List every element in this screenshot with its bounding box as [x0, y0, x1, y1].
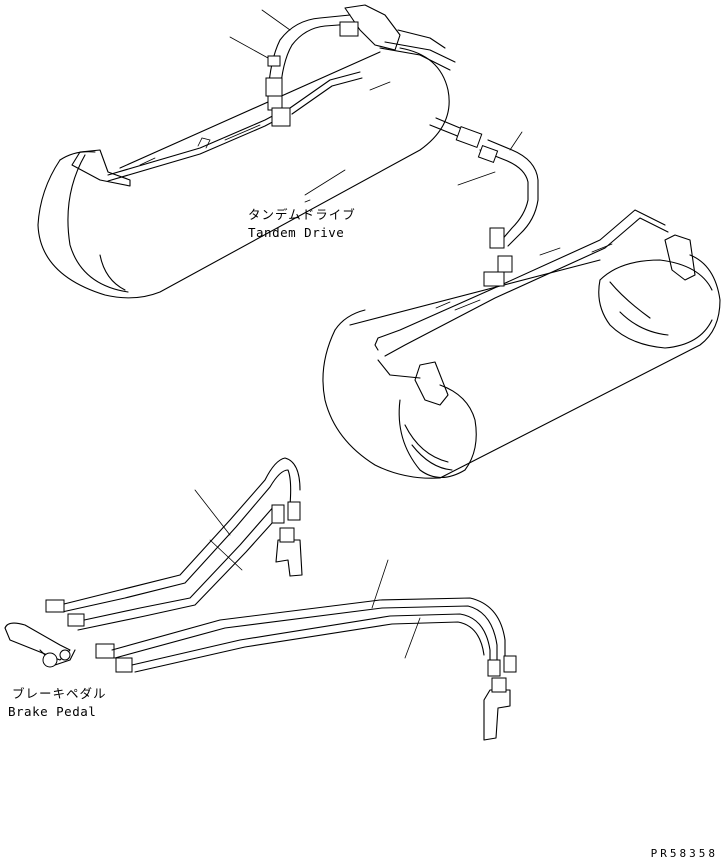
upper-leader-lines	[229, 9, 346, 196]
middle-connecting-pipe	[429, 117, 539, 249]
brake-pedal-label-en: Brake Pedal	[8, 704, 97, 719]
brake-pedal-piping	[4, 457, 517, 741]
tandem-drive-housing-upper	[37, 47, 450, 299]
upper-hose-assembly	[265, 4, 456, 127]
tandem-drive-label-en: Tandem Drive	[248, 225, 345, 240]
drawing-number: PR58358	[650, 847, 718, 860]
tandem-drive-housing-lower	[322, 209, 721, 479]
tandem-drive-label-jp: タンデムドライブ	[248, 207, 356, 222]
lower-leader-lines	[194, 489, 421, 659]
brake-pedal-label-jp: ブレーキペダル	[12, 686, 107, 701]
